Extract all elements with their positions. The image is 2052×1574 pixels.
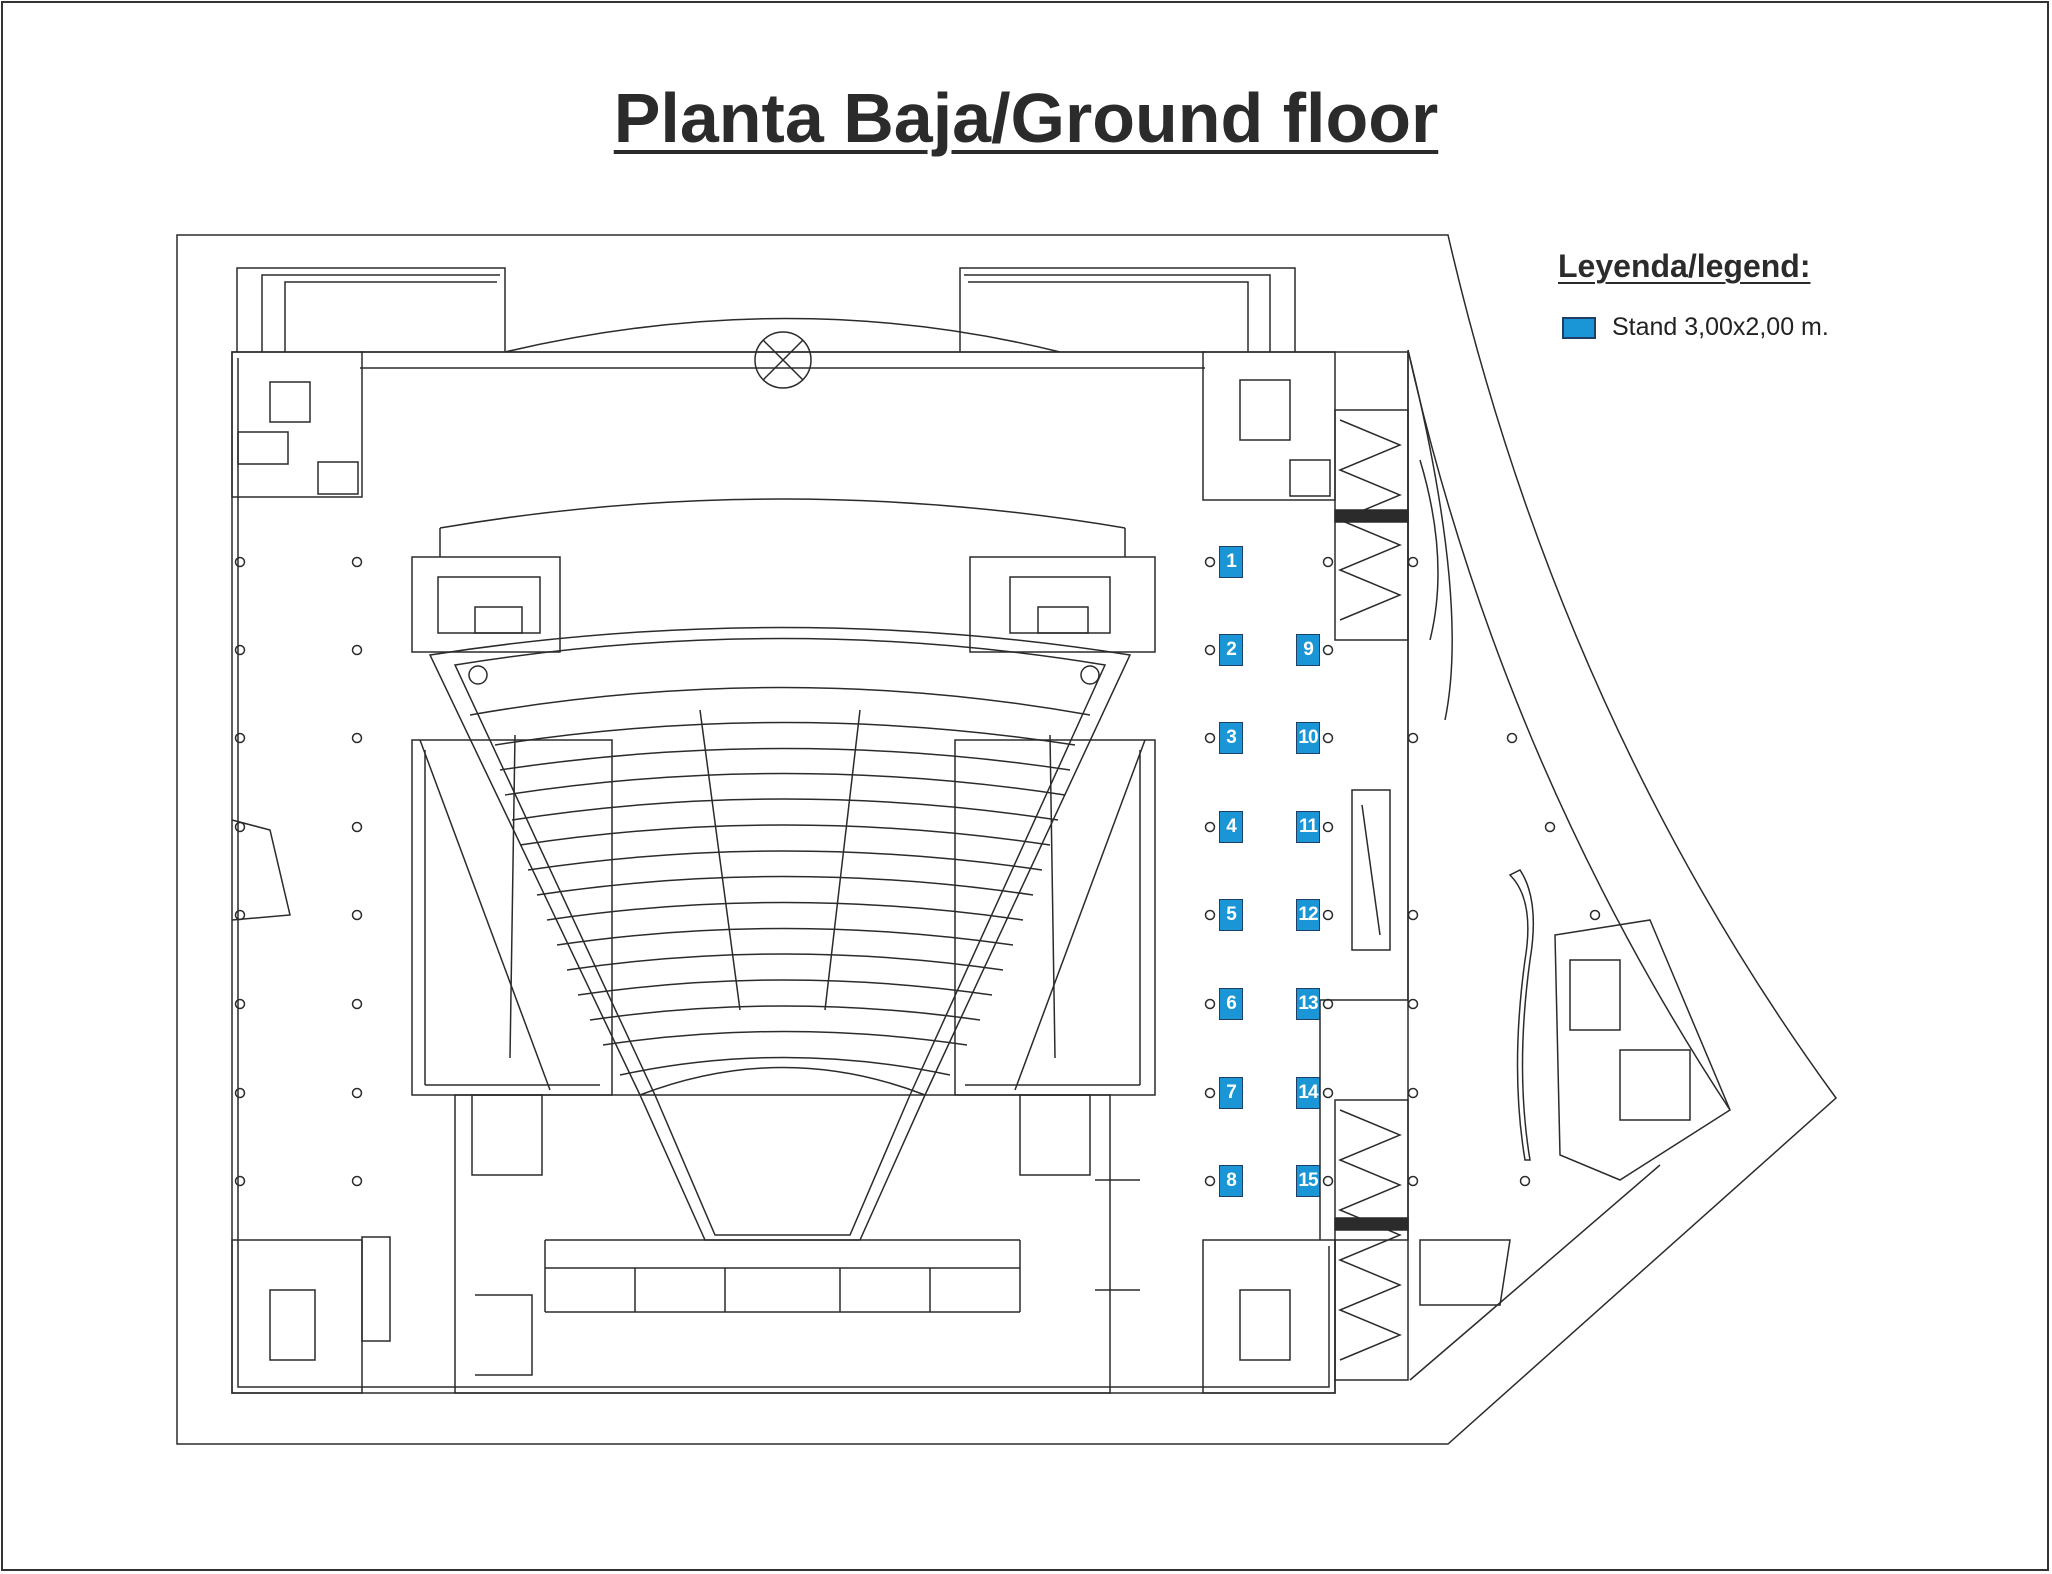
stand-15[interactable]: 15	[1296, 1165, 1320, 1197]
legend-swatch-stand	[1562, 316, 1596, 339]
legend-item-stand: Stand 3,00x2,00 m.	[1562, 313, 1829, 342]
columns	[234, 556, 1601, 1187]
legend-label-stand: Stand 3,00x2,00 m.	[1612, 313, 1829, 341]
auditorium-outline	[428, 626, 1132, 1241]
backstage	[454, 1094, 1111, 1394]
escalator-center	[1351, 789, 1391, 951]
stair-block-right	[969, 556, 1156, 653]
stage	[639, 1066, 926, 1096]
stand-11[interactable]: 11	[1296, 811, 1320, 843]
auditorium-seating	[494, 709, 1076, 1076]
stand-6[interactable]: 6	[1219, 988, 1243, 1020]
stair-core-nw	[231, 351, 363, 498]
stair-core-se	[1202, 1239, 1336, 1394]
legend-title: Leyenda/legend:	[1558, 248, 1811, 284]
stand-3[interactable]: 3	[1219, 722, 1243, 754]
building-outline	[231, 351, 1409, 1394]
stand-12[interactable]: 12	[1296, 899, 1320, 931]
stand-14[interactable]: 14	[1296, 1077, 1320, 1109]
stair-core-ne	[1202, 351, 1336, 501]
page-title: Planta Baja/Ground floor	[613, 79, 1439, 157]
stand-1[interactable]: 1	[1219, 546, 1243, 578]
stand-7[interactable]: 7	[1219, 1077, 1243, 1109]
stand-2[interactable]: 2	[1219, 634, 1243, 666]
stand-8[interactable]: 8	[1219, 1165, 1243, 1197]
east-facade	[1407, 349, 1731, 1111]
stand-4[interactable]: 4	[1219, 811, 1243, 843]
stand-9[interactable]: 9	[1296, 634, 1320, 666]
site-outline	[176, 234, 1838, 1445]
stand-5[interactable]: 5	[1219, 899, 1243, 931]
entrance-rotunda	[754, 331, 812, 389]
stair-block-left	[411, 556, 561, 653]
stand-10[interactable]: 10	[1296, 722, 1320, 754]
stand-13[interactable]: 13	[1296, 988, 1320, 1020]
stair-core-sw	[231, 1239, 363, 1394]
escalator-lower	[1334, 1099, 1409, 1381]
